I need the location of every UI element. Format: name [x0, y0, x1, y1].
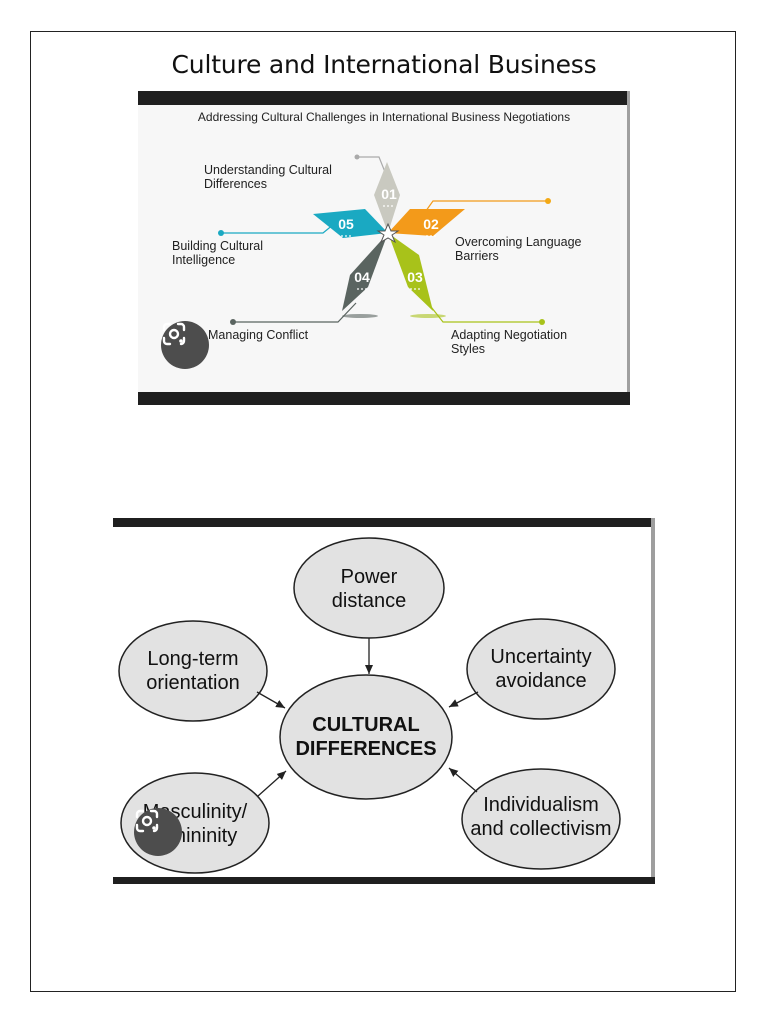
- label-02-line2: Barriers: [455, 249, 499, 263]
- label-03: Adapting Negotiation Styles: [451, 328, 567, 356]
- node-uncertainty-line1: Uncertainty: [490, 646, 592, 668]
- label-01-line2: Differences: [204, 177, 267, 191]
- label-05-line1: Building Cultural: [172, 239, 264, 253]
- center-line2: DIFFERENCES: [295, 738, 437, 760]
- leader-dots: [218, 154, 551, 325]
- google-lens-icon: [135, 809, 159, 833]
- leader-line-03: [427, 302, 542, 323]
- ellipse-long-term: [118, 620, 268, 722]
- image-bottom-bar: [113, 877, 655, 884]
- star-point-04: [342, 233, 388, 311]
- num-05: 05: [338, 216, 354, 232]
- label-04: Managing Conflict: [208, 328, 308, 342]
- label-03-line1: Adapting Negotiation: [451, 328, 568, 342]
- arrow-uncertainty: [448, 691, 479, 708]
- page-title: Culture and International Business: [171, 50, 597, 79]
- ellipse-individualism: [461, 768, 621, 870]
- infographic-heading: Addressing Cultural Challenges in Intern…: [197, 110, 571, 124]
- node-long-term-line1: Long-term: [147, 648, 239, 670]
- node-power-distance: Power distance: [294, 565, 444, 613]
- star-center: [376, 222, 400, 244]
- node-power-distance-line2: distance: [331, 590, 407, 612]
- label-02-line1: Overcoming Language: [455, 235, 582, 249]
- ellipse-center: [279, 674, 453, 800]
- label-03-line2: Styles: [451, 342, 486, 356]
- label-05: Building Cultural Intelligence: [172, 239, 263, 267]
- num-04: 04: [354, 269, 370, 285]
- star-point-01: [374, 162, 400, 233]
- cultural-differences-diagram[interactable]: CULTURAL DIFFERENCES Power distance Unce…: [113, 518, 655, 884]
- arrow-individualism: [448, 767, 478, 793]
- star-point-02: [388, 209, 465, 236]
- google-lens-button[interactable]: [134, 808, 182, 856]
- label-04-line1: Managing Conflict: [208, 328, 309, 342]
- label-01: Understanding Cultural Differences: [204, 163, 332, 191]
- image-right-edge: [627, 91, 630, 405]
- ellipse-uncertainty: [466, 618, 616, 720]
- infographic-image[interactable]: Addressing Cultural Challenges in Intern…: [138, 91, 630, 405]
- arrow-long-term: [256, 691, 286, 709]
- label-01-line1: Understanding Cultural: [204, 163, 332, 177]
- center-line1: CULTURAL: [312, 714, 420, 736]
- node-long-term-line2: orientation: [146, 672, 240, 694]
- image-top-bar: [138, 91, 630, 105]
- leader-line-04: [233, 302, 357, 323]
- label-05-line2: Intelligence: [172, 253, 236, 267]
- google-lens-icon: [162, 322, 186, 346]
- center-label: CULTURAL DIFFERENCES: [280, 713, 452, 761]
- star-point-05: [313, 209, 388, 238]
- num-03: 03: [407, 269, 423, 285]
- star-point-03: [388, 233, 433, 311]
- star-graphic: 01 02 03 04 05: [218, 154, 551, 325]
- num-01: 01: [381, 186, 397, 202]
- diagram-graphic: [118, 537, 621, 874]
- image-bottom-bar: [138, 392, 630, 405]
- node-uncertainty-line2: avoidance: [495, 670, 587, 692]
- image-top-bar: [113, 518, 655, 527]
- node-individualism: Individualism and collectivism: [462, 793, 620, 841]
- node-power-distance-line1: Power: [340, 566, 398, 588]
- arrow-masculinity: [257, 770, 287, 797]
- num-02: 02: [423, 216, 439, 232]
- google-lens-button[interactable]: [161, 321, 209, 369]
- image-right-edge: [651, 518, 655, 884]
- node-individualism-line2: and collectivism: [470, 818, 612, 840]
- leader-line-05: [221, 223, 335, 234]
- node-individualism-line1: Individualism: [483, 794, 599, 816]
- node-uncertainty-avoidance: Uncertainty avoidance: [467, 645, 615, 693]
- label-02: Overcoming Language Barriers: [455, 235, 581, 263]
- node-long-term-orientation: Long-term orientation: [119, 647, 267, 695]
